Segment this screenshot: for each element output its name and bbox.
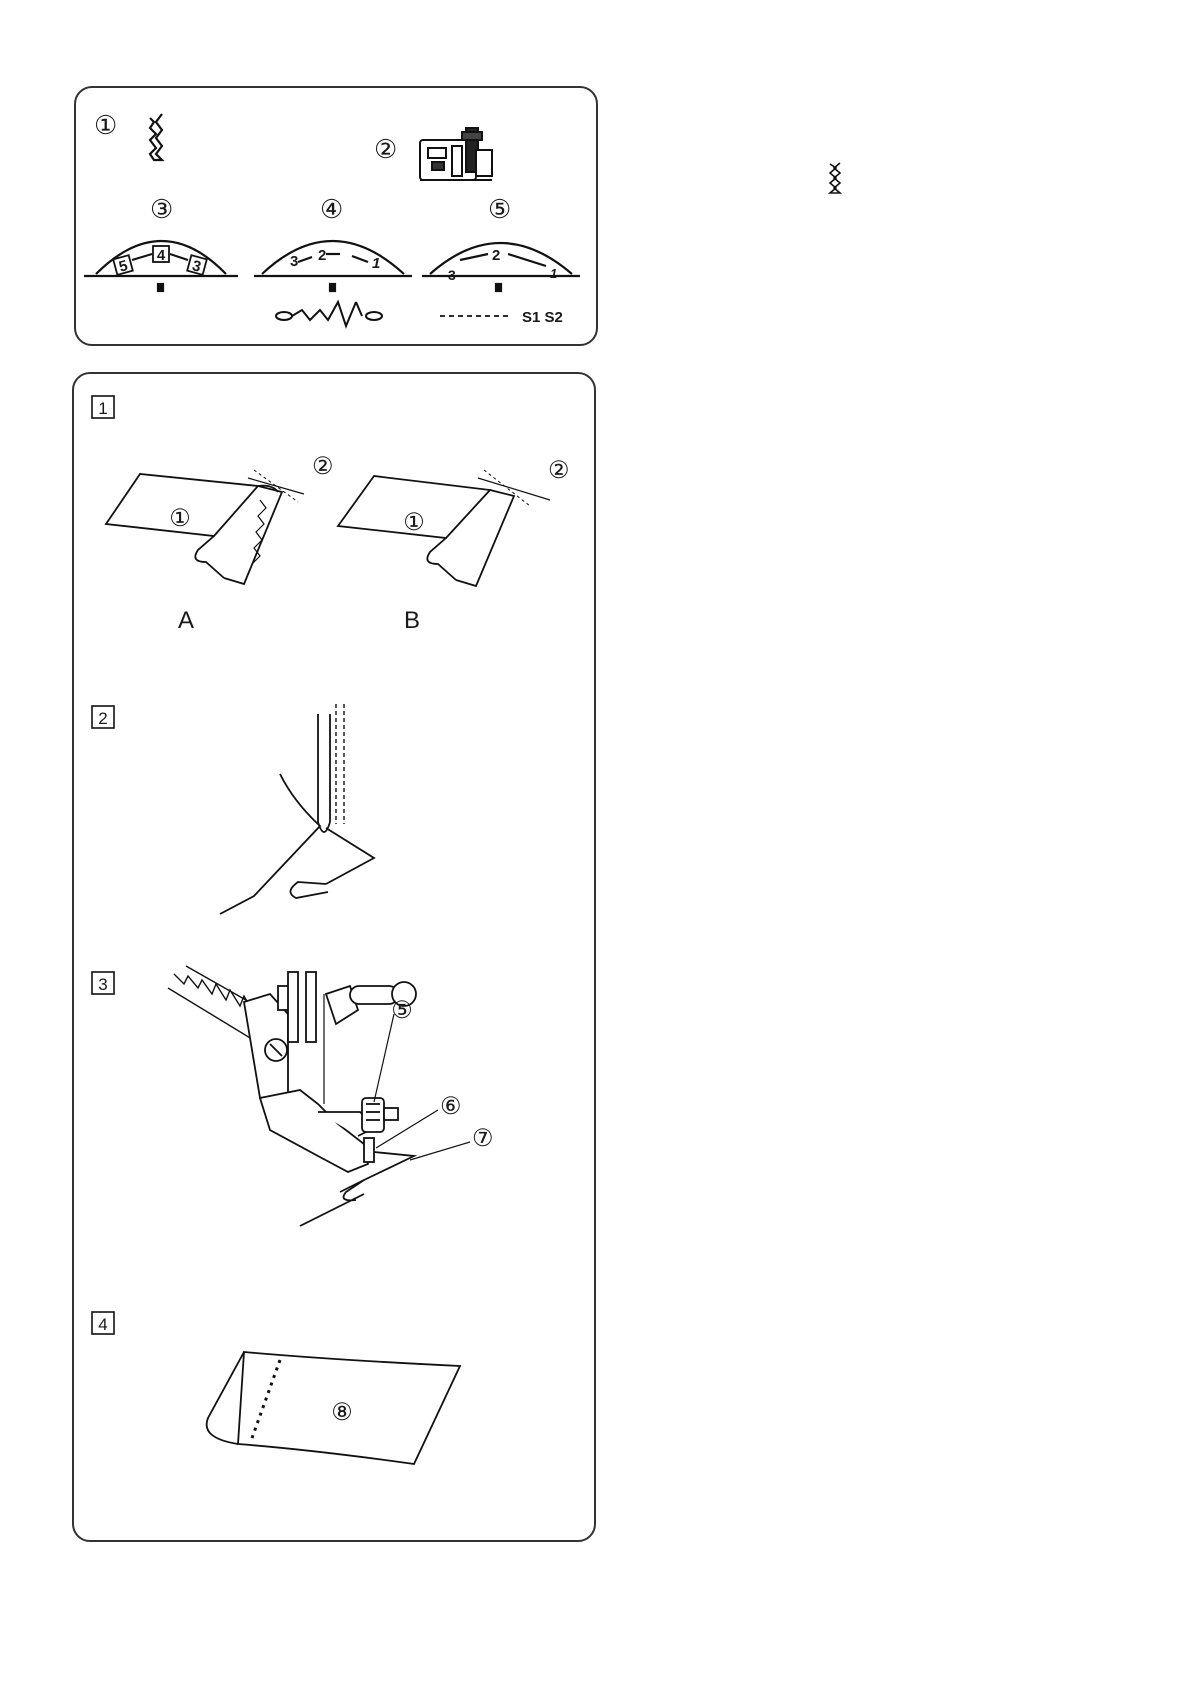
step-number-3: 3 bbox=[98, 975, 107, 994]
step-number-box-3 bbox=[91, 971, 115, 995]
leader-5 bbox=[373, 1013, 395, 1103]
fabric-fold-b bbox=[336, 469, 551, 588]
fig1b-callout-fold: ② bbox=[548, 457, 570, 484]
label-foot: ② bbox=[374, 134, 397, 164]
label-pattern: ① bbox=[94, 110, 117, 140]
leader-6 bbox=[375, 1109, 439, 1149]
fig1a-callout-fold: ② bbox=[312, 453, 334, 480]
fig3-callout-edge: ⑦ bbox=[472, 1125, 494, 1152]
settings-diagram: ① ② ③ 5 4 3 ④ bbox=[84, 110, 580, 329]
fig3-callout-fold: ⑥ bbox=[440, 1093, 462, 1120]
step-number-box-4 bbox=[91, 1311, 115, 1335]
fig1a-callout-fabric: ① bbox=[169, 505, 191, 532]
step-number-2: 2 bbox=[98, 709, 107, 728]
fabric-fold-a bbox=[104, 469, 305, 586]
dial4-value-right: 1 bbox=[372, 255, 380, 272]
label-dial-3: ③ bbox=[150, 194, 173, 224]
fig1-label-a: A bbox=[178, 607, 194, 634]
steps-diagram: 1 ① ② A ① ② B 2 bbox=[91, 395, 570, 1465]
fabric-under-foot bbox=[299, 1151, 418, 1227]
dial5-value-right: 1 bbox=[550, 266, 557, 281]
leader-7 bbox=[409, 1141, 471, 1161]
step-number-box-2 bbox=[91, 705, 115, 729]
step-number-4: 4 bbox=[98, 1315, 107, 1334]
stitch-length-zigzag-icon bbox=[275, 299, 383, 329]
presser-foot-icon bbox=[242, 971, 417, 1173]
steps-panel: 1 ① ② A ① ② B 2 bbox=[72, 372, 596, 1542]
dial4-value-mid: 2 bbox=[318, 247, 326, 264]
step-number-1: 1 bbox=[98, 399, 107, 418]
blind-hem-foot-icon bbox=[419, 127, 493, 181]
needle-icon bbox=[317, 704, 345, 833]
fabric-fold-needle bbox=[219, 773, 376, 915]
stitch-length-dial bbox=[254, 239, 412, 293]
finished-hem-fabric bbox=[205, 1351, 462, 1465]
step-number-box-1 bbox=[91, 395, 115, 419]
fig3-callout-guide: ⑤ bbox=[391, 997, 413, 1024]
feed-label: S1 S2 bbox=[522, 309, 563, 326]
label-dial-5: ⑤ bbox=[488, 194, 511, 224]
blind-hem-stitch-icon bbox=[148, 113, 165, 162]
fig4-callout-hem: ⑧ bbox=[331, 1399, 353, 1426]
dial5-value-left: 3 bbox=[448, 267, 456, 283]
blind-hem-stitch-icon-text bbox=[827, 162, 843, 194]
dial5-value-mid: 2 bbox=[492, 247, 500, 264]
dial3-value-mid: 4 bbox=[157, 247, 166, 264]
dial4-value-left: 3 bbox=[290, 253, 298, 270]
fig1-label-b: B bbox=[404, 607, 420, 634]
fig1b-callout-fabric: ① bbox=[403, 509, 425, 536]
stitch-width-dial bbox=[84, 240, 238, 293]
settings-panel: ① ② ③ 5 4 3 ④ bbox=[74, 86, 598, 346]
label-dial-4: ④ bbox=[320, 194, 343, 224]
feed-dog-dial bbox=[422, 241, 580, 293]
